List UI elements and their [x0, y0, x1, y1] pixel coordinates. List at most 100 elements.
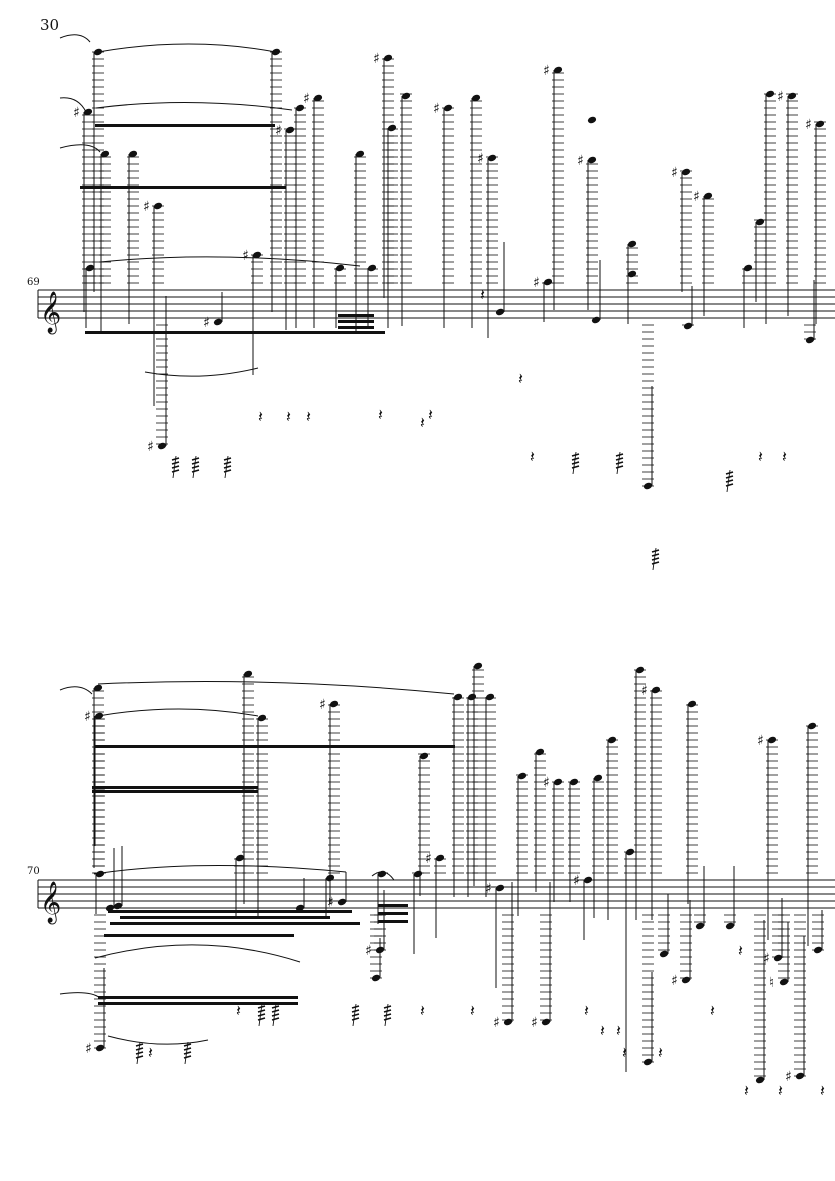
filled-notehead-icon — [591, 316, 601, 324]
tremolo-stroke — [257, 1017, 266, 1021]
quarter-rest-icon: 𝄽 — [236, 1001, 241, 1020]
sharp-icon: ♯ — [693, 189, 700, 205]
measure-number-70: 70 — [27, 866, 40, 877]
beam — [378, 912, 408, 915]
quarter-rest-icon: 𝄽 — [744, 1081, 749, 1100]
filled-notehead-icon — [773, 954, 783, 962]
filled-notehead-icon — [627, 270, 637, 278]
sharp-icon: ♯ — [671, 165, 678, 181]
filled-notehead-icon — [105, 904, 115, 912]
filled-notehead-icon — [767, 736, 777, 744]
beam — [338, 314, 374, 317]
tremolo-stroke — [383, 1017, 392, 1021]
filled-notehead-icon — [367, 264, 377, 272]
sharp-icon: ♯ — [671, 973, 678, 989]
filled-notehead-icon — [587, 116, 597, 124]
filled-notehead-icon — [787, 92, 797, 100]
filled-notehead-icon — [495, 308, 505, 316]
filled-notehead-icon — [485, 693, 495, 701]
filled-notehead-icon — [779, 978, 789, 986]
sharp-icon: ♯ — [493, 1015, 500, 1031]
sharp-icon: ♯ — [641, 683, 648, 699]
sharp-icon: ♯ — [425, 851, 432, 867]
sharp-icon: ♯ — [84, 709, 91, 725]
filled-notehead-icon — [659, 950, 669, 958]
tremolo-stem — [136, 1041, 141, 1065]
slur — [97, 43, 277, 53]
tremolo-stroke — [183, 1051, 192, 1055]
filled-notehead-icon — [93, 684, 103, 692]
tremolo-stroke — [651, 557, 660, 561]
slur — [107, 1035, 209, 1045]
sharp-icon: ♯ — [805, 117, 812, 133]
filled-notehead-icon — [83, 108, 93, 116]
filled-notehead-icon — [487, 154, 497, 162]
beam — [378, 920, 408, 923]
filled-notehead-icon — [337, 898, 347, 906]
slur — [95, 101, 293, 111]
tremolo-stroke — [351, 1017, 360, 1021]
filled-notehead-icon — [153, 202, 163, 210]
filled-notehead-icon — [243, 670, 253, 678]
sharp-icon: ♯ — [85, 1041, 92, 1057]
slur — [93, 864, 347, 875]
quarter-rest-icon: 𝄽 — [616, 1021, 621, 1040]
filled-notehead-icon — [695, 922, 705, 930]
quarter-rest-icon: 𝄽 — [148, 1043, 153, 1062]
tremolo-stem — [272, 1003, 277, 1027]
sharp-icon: ♯ — [303, 91, 310, 107]
sharp-icon: ♯ — [365, 943, 372, 959]
filled-notehead-icon — [128, 150, 138, 158]
filled-notehead-icon — [681, 976, 691, 984]
quarter-rest-icon: 𝄽 — [778, 1081, 783, 1100]
sharp-icon: ♯ — [433, 101, 440, 117]
filled-notehead-icon — [703, 192, 713, 200]
tremolo-stroke — [191, 465, 200, 469]
quarter-rest-icon: 𝄽 — [428, 405, 433, 424]
filled-notehead-icon — [535, 748, 545, 756]
tremolo-stroke — [191, 461, 200, 465]
filled-notehead-icon — [643, 1058, 653, 1066]
sharp-icon: ♯ — [757, 733, 764, 749]
beam — [95, 745, 455, 748]
filled-notehead-icon — [295, 904, 305, 912]
beam — [92, 786, 258, 789]
filled-notehead-icon — [453, 693, 463, 701]
filled-notehead-icon — [795, 1072, 805, 1080]
beam — [95, 124, 275, 127]
filled-notehead-icon — [517, 772, 527, 780]
sharp-icon: ♯ — [203, 315, 210, 331]
filled-notehead-icon — [687, 700, 697, 708]
slur — [59, 97, 87, 113]
filled-notehead-icon — [495, 884, 505, 892]
tremolo-stroke — [651, 553, 660, 557]
filled-notehead-icon — [725, 922, 735, 930]
filled-notehead-icon — [813, 946, 823, 954]
filled-notehead-icon — [93, 48, 103, 56]
filled-notehead-icon — [313, 94, 323, 102]
slur — [59, 992, 101, 999]
tremolo-stroke — [651, 561, 660, 565]
tremolo-stroke — [725, 475, 734, 479]
quarter-rest-icon: 𝄽 — [258, 407, 263, 426]
filled-notehead-icon — [473, 662, 483, 670]
tremolo-stroke — [183, 1047, 192, 1051]
filled-notehead-icon — [625, 848, 635, 856]
tremolo-stroke — [271, 1017, 280, 1021]
filled-notehead-icon — [383, 54, 393, 62]
sharp-icon: ♯ — [73, 105, 80, 121]
measure-number-69: 69 — [27, 277, 40, 288]
beam — [338, 326, 374, 329]
sharp-icon: ♯ — [543, 775, 550, 791]
beam — [338, 320, 374, 323]
sharp-icon: ♯ — [785, 1069, 792, 1085]
tremolo-stem — [192, 455, 197, 479]
sharp-icon: ♯ — [327, 895, 334, 911]
slur — [97, 708, 259, 717]
sharp-icon: ♯ — [275, 123, 282, 139]
tremolo-stroke — [351, 1013, 360, 1017]
beam — [108, 910, 352, 913]
quarter-rest-icon: 𝄽 — [306, 407, 311, 426]
quarter-rest-icon: 𝄽 — [286, 407, 291, 426]
filled-notehead-icon — [335, 264, 345, 272]
